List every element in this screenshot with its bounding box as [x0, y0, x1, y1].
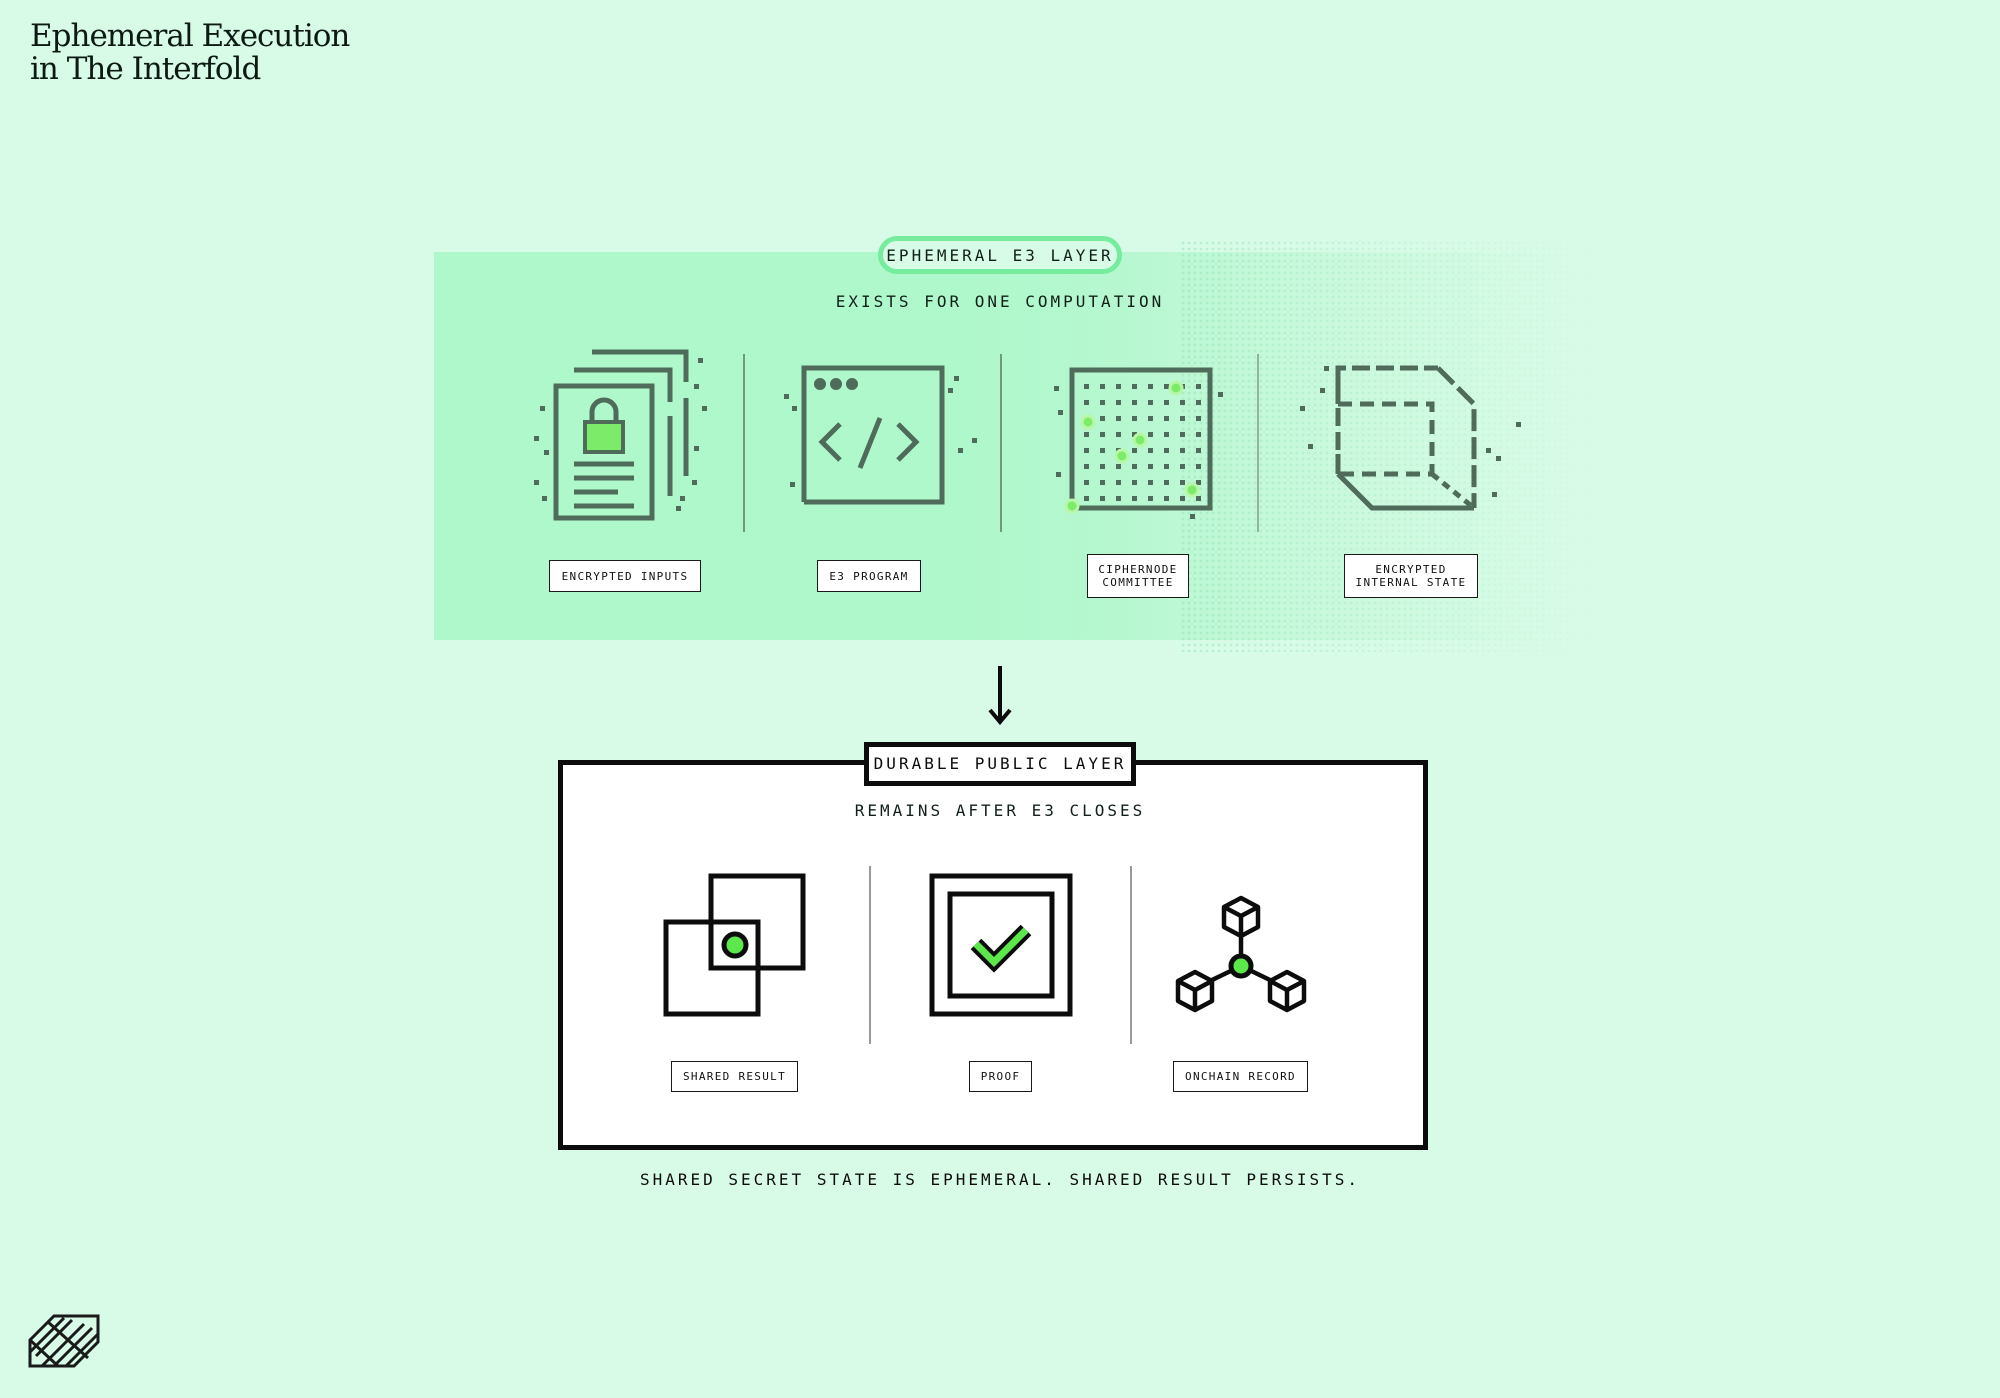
- grid-dot: [1180, 464, 1185, 469]
- grid-dot: [1116, 480, 1121, 485]
- network-cubes-icon: [1175, 895, 1307, 1013]
- grid-dot: [1196, 384, 1201, 389]
- grid-dot: [1132, 400, 1137, 405]
- durable-layer-subtitle: REMAINS AFTER E3 CLOSES: [854, 801, 1146, 820]
- grid-dot: [1100, 496, 1105, 501]
- grid-dot: [1084, 496, 1089, 501]
- encrypted-internal-state-label: ENCRYPTED INTERNAL STATE: [1344, 554, 1478, 598]
- grid-dot: [1164, 432, 1169, 437]
- grid-dot: [1084, 464, 1089, 469]
- grid-dot: [1148, 496, 1153, 501]
- encrypted-inputs-label: ENCRYPTED INPUTS: [549, 560, 701, 592]
- grid-dot: [1196, 448, 1201, 453]
- grid-dot: [1148, 432, 1153, 437]
- grid-dot: [1132, 480, 1137, 485]
- ephemeral-divider-1: [743, 354, 745, 532]
- grid-dot: [1196, 464, 1201, 469]
- ephemeral-divider-2: [1000, 354, 1002, 532]
- ephemeral-layer-tag: EPHEMERAL E3 LAYER: [878, 236, 1122, 274]
- encrypted-documents-icon: [534, 349, 707, 521]
- grid-dot: [1164, 464, 1169, 469]
- code-window-icon: [784, 365, 977, 505]
- onchain-record-label: ONCHAIN RECORD: [1173, 1061, 1308, 1092]
- grid-dot: [1100, 448, 1105, 453]
- durable-divider-2: [1130, 866, 1132, 1044]
- dashed-cube-icon: [1300, 365, 1521, 511]
- grid-dot: [1100, 464, 1105, 469]
- grid-dot: [1164, 480, 1169, 485]
- grid-dot: [1148, 448, 1153, 453]
- grid-dot: [1164, 416, 1169, 421]
- grid-dot: [1180, 480, 1185, 485]
- grid-dot: [1132, 448, 1137, 453]
- grid-dot: [1084, 480, 1089, 485]
- grid-dot: [1180, 496, 1185, 501]
- ephemeral-divider-3: [1257, 354, 1259, 532]
- grid-dot: [1084, 432, 1089, 437]
- grid-dot: [1180, 448, 1185, 453]
- grid-dot: [1196, 480, 1201, 485]
- footer-caption: SHARED SECRET STATE IS EPHEMERAL. SHARED…: [639, 1170, 1361, 1189]
- grid-dot: [1196, 496, 1201, 501]
- grid-dot: [1132, 464, 1137, 469]
- grid-dot: [1148, 464, 1153, 469]
- grid-dot: [1164, 384, 1169, 389]
- grid-dot: [1148, 416, 1153, 421]
- grid-dot: [1084, 384, 1089, 389]
- shared-result-label: SHARED RESULT: [671, 1061, 798, 1092]
- e3-program-label: E3 PROGRAM: [817, 560, 921, 592]
- interfold-logo-icon: [28, 1314, 100, 1368]
- page-title: Ephemeral Execution in The Interfold: [30, 18, 350, 87]
- grid-dot: [1196, 400, 1201, 405]
- grid-dot: [1164, 448, 1169, 453]
- grid-dot: [1132, 384, 1137, 389]
- ciphernode-committee-label: CIPHERNODE COMMITTEE: [1087, 554, 1189, 598]
- grid-dot: [1116, 496, 1121, 501]
- grid-dot: [1100, 416, 1105, 421]
- grid-dot: [1132, 432, 1137, 437]
- title-line-1: Ephemeral Execution: [30, 18, 350, 54]
- grid-dot: [1164, 496, 1169, 501]
- grid-dot: [1100, 432, 1105, 437]
- grid-dot: [1084, 448, 1089, 453]
- grid-dot: [1148, 480, 1153, 485]
- overlapping-squares-icon: [663, 873, 806, 1017]
- grid-dot: [1100, 384, 1105, 389]
- grid-dot: [1148, 384, 1153, 389]
- grid-dot: [1116, 400, 1121, 405]
- grid-dot: [1164, 400, 1169, 405]
- grid-dot: [1196, 432, 1201, 437]
- grid-dot: [1132, 496, 1137, 501]
- title-line-2: in The Interfold: [30, 51, 261, 87]
- grid-dot: [1196, 416, 1201, 421]
- durable-layer-tag: DURABLE PUBLIC LAYER: [864, 742, 1136, 786]
- grid-dot: [1116, 384, 1121, 389]
- node-grid-icon: [1054, 367, 1223, 519]
- ephemeral-layer-subtitle: EXISTS FOR ONE COMPUTATION: [835, 292, 1165, 311]
- grid-dot: [1100, 480, 1105, 485]
- grid-dot: [1180, 432, 1185, 437]
- grid-dot: [1116, 416, 1121, 421]
- grid-dot: [1100, 400, 1105, 405]
- grid-dot: [1084, 400, 1089, 405]
- grid-dot: [1180, 416, 1185, 421]
- durable-divider-1: [869, 866, 871, 1044]
- grid-dot: [1116, 464, 1121, 469]
- down-arrow-icon: [988, 666, 1012, 726]
- grid-dot: [1180, 400, 1185, 405]
- proof-label: PROOF: [969, 1061, 1032, 1092]
- grid-dot: [1116, 432, 1121, 437]
- grid-dot: [1148, 400, 1153, 405]
- checkmark-frame-icon: [929, 873, 1073, 1017]
- grid-dot: [1132, 416, 1137, 421]
